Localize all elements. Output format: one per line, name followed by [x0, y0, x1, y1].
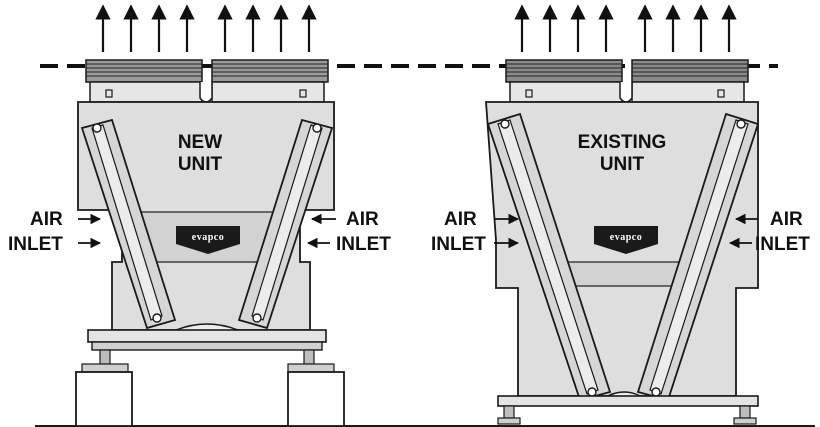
existing-unit-logo-text: evapco — [610, 232, 642, 243]
new-unit-support-piers — [75, 363, 345, 427]
svg-text:INLET: INLET — [8, 234, 63, 255]
new-unit-fan-decks — [85, 59, 329, 103]
air-inlet-label-new-left: AIR INLET — [8, 209, 102, 255]
existing-unit-fan-decks — [505, 59, 749, 103]
svg-text:AIR: AIR — [444, 209, 477, 230]
new-unit-base-frame — [87, 329, 327, 365]
svg-text:AIR: AIR — [770, 209, 803, 230]
existing-unit: evapco EXISTING UNIT — [485, 4, 760, 425]
new-unit-discharge-arrows — [95, 4, 317, 52]
existing-unit-left-coil — [486, 112, 612, 402]
new-unit-right-coil — [237, 118, 334, 330]
air-inlet-label-new-right: AIR INLET — [306, 209, 391, 255]
svg-text:INLET: INLET — [336, 234, 391, 255]
new-unit-logo-text: evapco — [192, 232, 224, 243]
new-unit-label-line2: UNIT — [178, 154, 223, 175]
existing-unit-evapco-logo: evapco — [594, 226, 658, 254]
existing-unit-discharge-arrows — [514, 4, 737, 52]
new-unit-evapco-logo: evapco — [176, 226, 240, 254]
existing-unit-right-coil — [636, 112, 760, 402]
air-inlet-label-existing-right: AIR INLET — [728, 209, 810, 255]
svg-text:AIR: AIR — [346, 209, 379, 230]
svg-text:INLET: INLET — [755, 234, 810, 255]
svg-text:INLET: INLET — [431, 234, 486, 255]
new-unit: evapco NEW UNIT — [75, 4, 345, 427]
existing-unit-base-frame — [497, 395, 759, 425]
new-unit-label-line1: NEW — [178, 132, 222, 153]
existing-unit-label-line1: EXISTING — [578, 132, 667, 153]
new-unit-left-coil — [80, 118, 177, 330]
air-inlet-label-existing-left: AIR INLET — [431, 209, 520, 255]
svg-text:AIR: AIR — [30, 209, 63, 230]
existing-unit-label-line2: UNIT — [600, 154, 645, 175]
